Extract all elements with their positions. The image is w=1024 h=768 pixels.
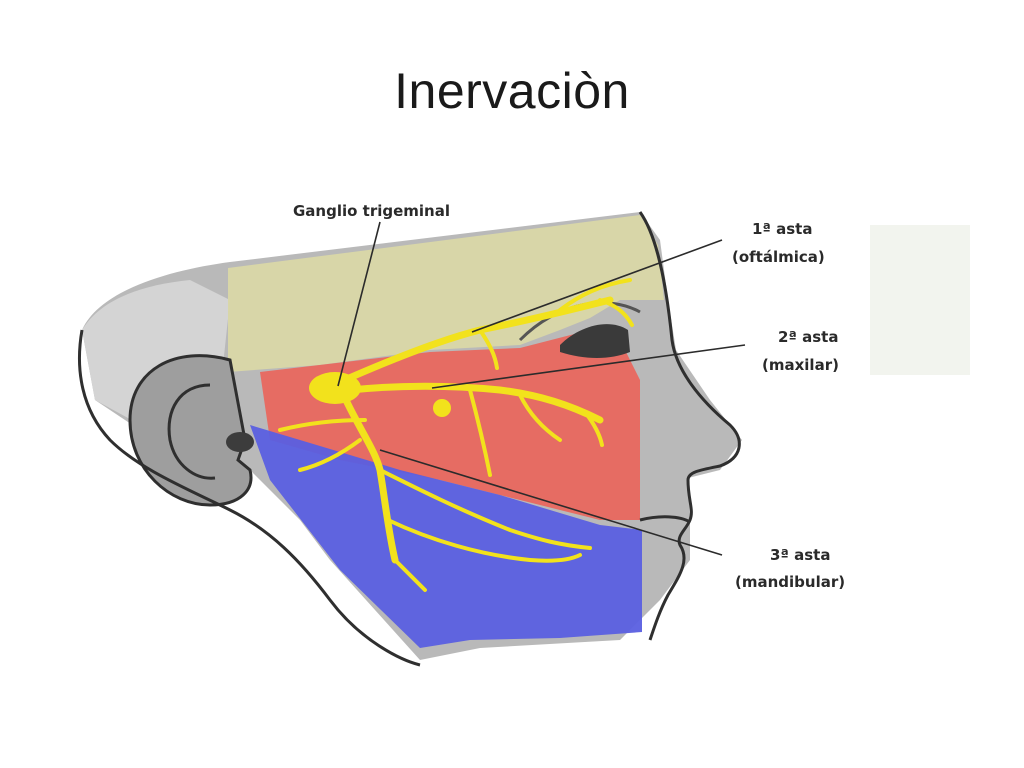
face-profile-outline (638, 211, 741, 641)
ophthalmic-twig-2 (478, 328, 499, 370)
mandibular-twig-4 (298, 438, 362, 472)
head-back-outline (77, 329, 421, 667)
eye (560, 324, 630, 358)
ophthalmic-twig-3 (598, 298, 634, 327)
leader-ganglion (337, 221, 381, 387)
label-maxillary-line1: 2ª asta (778, 328, 838, 346)
label-ophthalmic-line2: (oftálmica) (732, 248, 825, 266)
ophthalmic-twig-1 (558, 278, 632, 312)
maxillary-node (433, 399, 451, 417)
mandibular-zone (250, 425, 642, 648)
ear (128, 354, 253, 507)
label-maxillary-line2: (maxilar) (762, 356, 839, 374)
ear-inner (167, 383, 216, 480)
label-ganglion: Ganglio trigeminal (293, 202, 450, 220)
label-mandibular-line1: 3ª asta (770, 546, 830, 564)
maxillary-twig-2 (518, 393, 562, 442)
leader-mandibular (379, 449, 723, 556)
mandibular-twig-3 (393, 558, 427, 592)
mandibular-twig-5 (278, 418, 367, 432)
ophthalmic-zone (228, 215, 664, 372)
label-ophthalmic-line1: 1ª asta (752, 220, 812, 238)
label-mandibular-line2: (mandibular) (735, 573, 845, 591)
trigeminal-nerve (278, 278, 634, 592)
maxillary-twig-1 (468, 388, 492, 477)
mandibular-twig-2 (386, 518, 582, 563)
ear-canal (226, 432, 254, 452)
maxillary-twig-3 (583, 410, 604, 447)
background-panel (870, 225, 970, 375)
leader-maxillary (431, 344, 746, 389)
maxillary-branch (346, 382, 604, 424)
mandibular-twig-1 (378, 468, 592, 550)
slide-title: Inervaciòn (394, 63, 630, 119)
lips (639, 515, 691, 524)
leader-ophthalmic (471, 239, 723, 333)
